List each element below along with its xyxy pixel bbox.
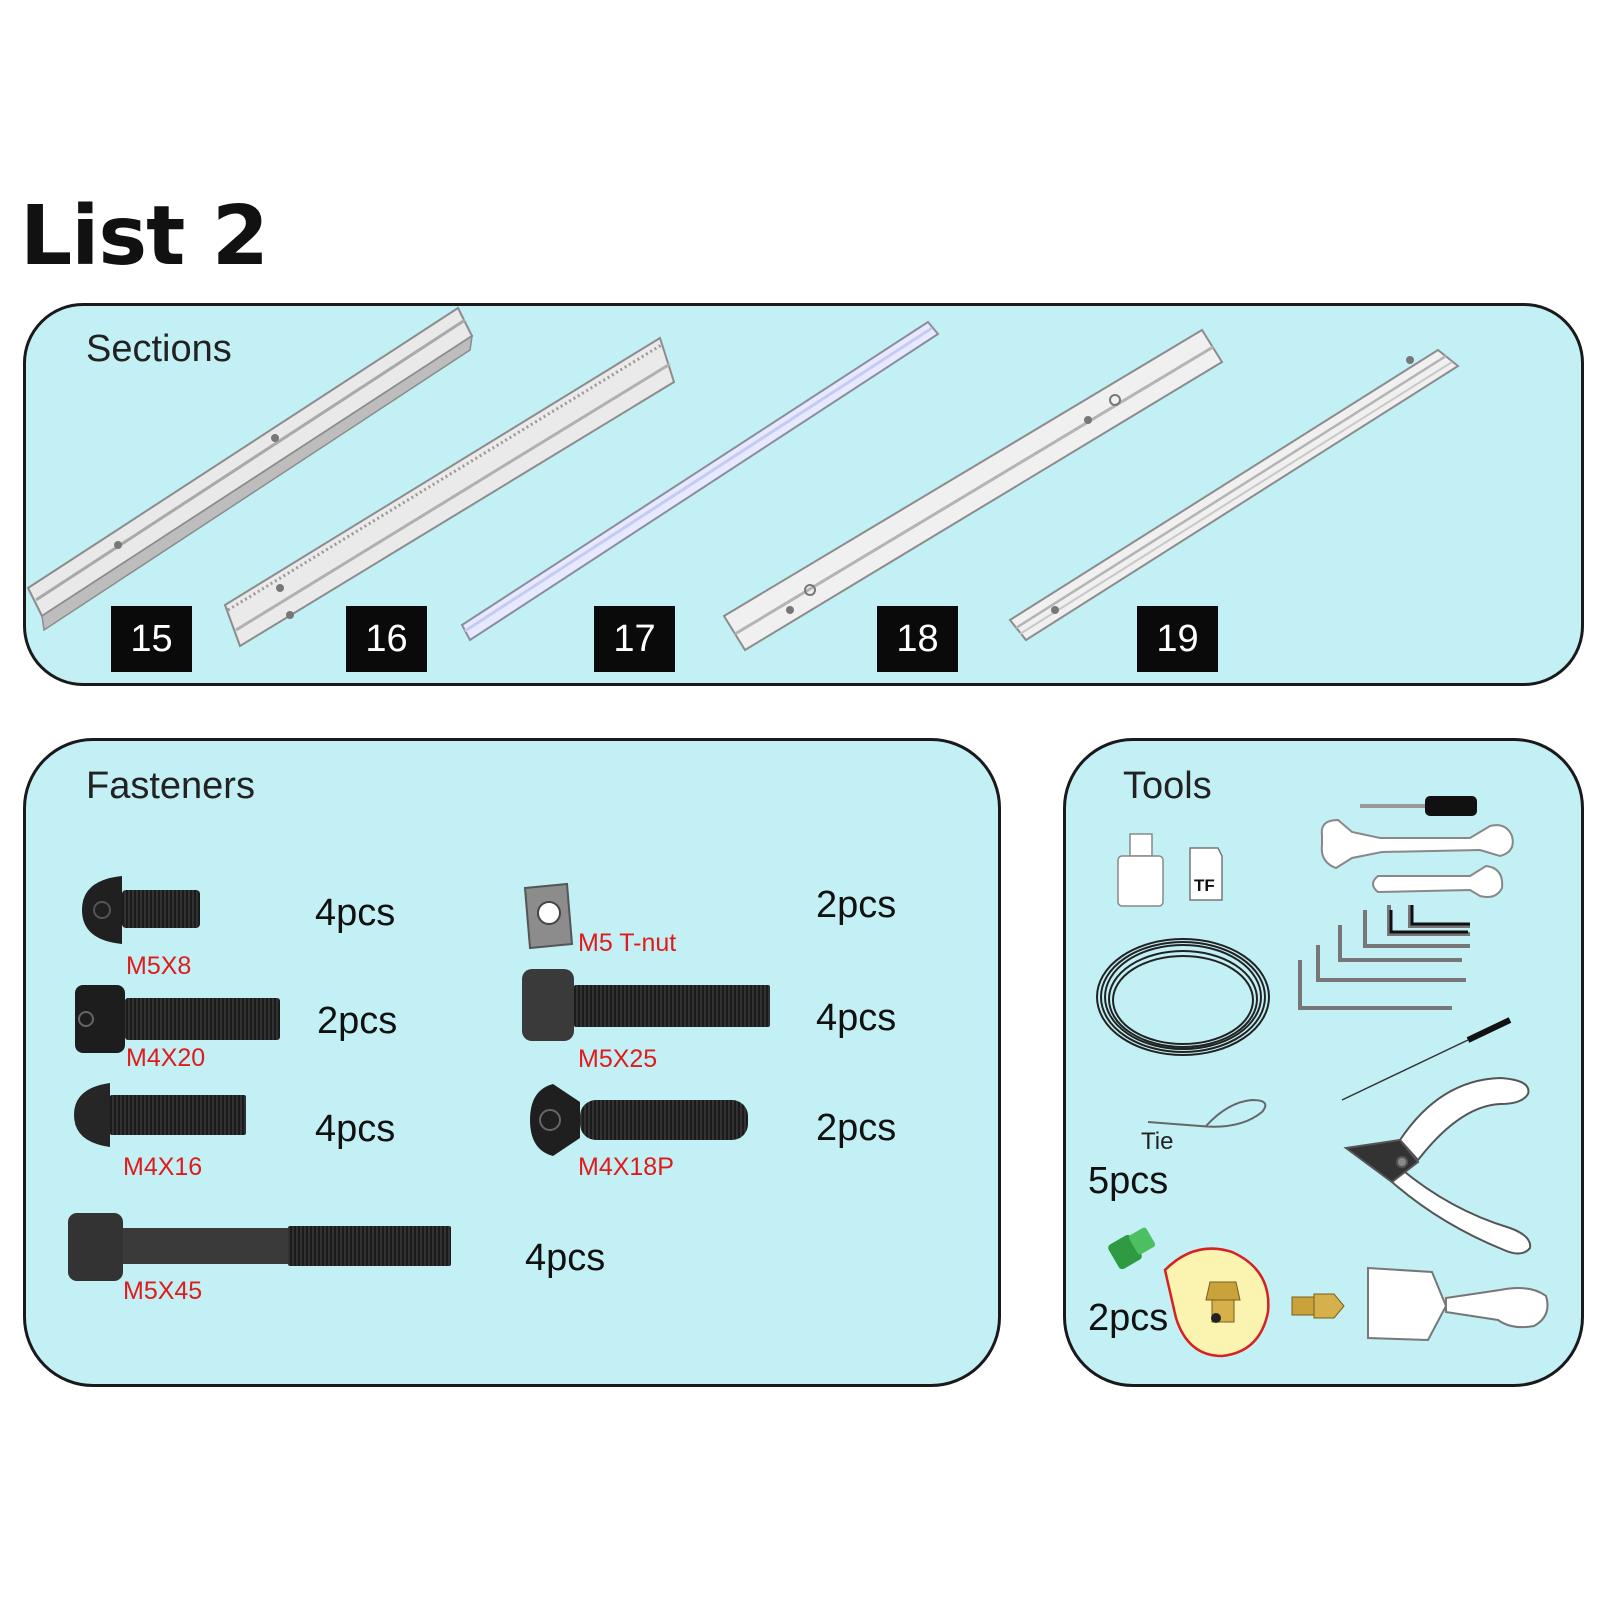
fastener-qty: 4pcs	[315, 1108, 396, 1150]
tf-card-icon	[1189, 847, 1223, 901]
socket-head-screw-m5x45-icon	[68, 1213, 451, 1281]
nozzle-qty: 2pcs	[1088, 1297, 1169, 1339]
t-nut-icon	[523, 882, 574, 950]
fastener-qty: 4pcs	[816, 997, 897, 1039]
part-number-tag: 19	[1137, 606, 1218, 672]
fastener-label: M5X8	[126, 952, 192, 980]
socket-head-screw-m5x25-icon	[522, 969, 770, 1041]
nozzle-icon	[1163, 1247, 1270, 1358]
button-head-screw-m4x16-icon	[74, 1083, 246, 1147]
open-wrench-icon	[1320, 818, 1514, 898]
ptfe-wire-coil-icon	[1096, 938, 1270, 1056]
fastener-qty: 4pcs	[315, 892, 396, 934]
aluminum-profile-18-icon	[722, 328, 1224, 652]
sections-panel: Sections	[23, 303, 1584, 686]
aluminum-profile-16-icon	[223, 336, 676, 648]
tf-card-label: TF	[1194, 876, 1215, 895]
fastener-qty: 2pcs	[816, 1107, 897, 1149]
sections-heading: Sections	[86, 328, 232, 370]
side-cutter-pliers-icon	[1343, 1076, 1532, 1255]
fastener-qty: 2pcs	[317, 1000, 398, 1042]
part-number-tag: 16	[346, 606, 427, 672]
cleaning-needle-icon	[1341, 1017, 1512, 1101]
socket-head-screw-m4x20-icon	[75, 985, 280, 1053]
fasteners-heading: Fasteners	[86, 765, 255, 807]
aluminum-profile-15-icon	[26, 306, 474, 632]
usb-card-reader-icon	[1117, 833, 1164, 907]
cable-tie-icon	[1147, 1098, 1267, 1128]
scraper-icon	[1367, 1266, 1549, 1342]
fastener-label: M5X25	[578, 1045, 658, 1073]
part-number-tag: 15	[111, 606, 192, 672]
hex-key-set-icon	[1389, 905, 1470, 934]
tie-label: Tie	[1141, 1128, 1174, 1155]
pneumatic-fitting-icon	[1108, 1227, 1156, 1270]
tools-heading: Tools	[1123, 765, 1212, 807]
fastener-label: M5X45	[123, 1277, 203, 1305]
fastener-qty: 4pcs	[525, 1237, 606, 1279]
fastener-label: M4X18P	[578, 1153, 674, 1181]
fastener-label: M5 T-nut	[578, 929, 677, 957]
hex-key-set-icon	[1298, 905, 1470, 1010]
aluminum-profile-19-icon	[1008, 348, 1460, 642]
page-title: List 2	[20, 189, 269, 284]
fasteners-panel: Fasteners	[23, 738, 1001, 1387]
nozzle-icon	[1291, 1293, 1345, 1319]
button-head-screw-m5x8-icon	[82, 876, 200, 944]
fastener-qty: 2pcs	[816, 884, 897, 926]
part-number-tag: 18	[877, 606, 958, 672]
countersunk-screw-m4x18p-icon	[530, 1084, 748, 1156]
tie-qty: 5pcs	[1088, 1160, 1169, 1202]
rod-17-icon	[460, 320, 940, 642]
fastener-label: M4X20	[126, 1044, 206, 1072]
screwdriver-icon	[1360, 796, 1477, 816]
fastener-label: M4X16	[123, 1153, 203, 1181]
part-number-tag: 17	[594, 606, 675, 672]
